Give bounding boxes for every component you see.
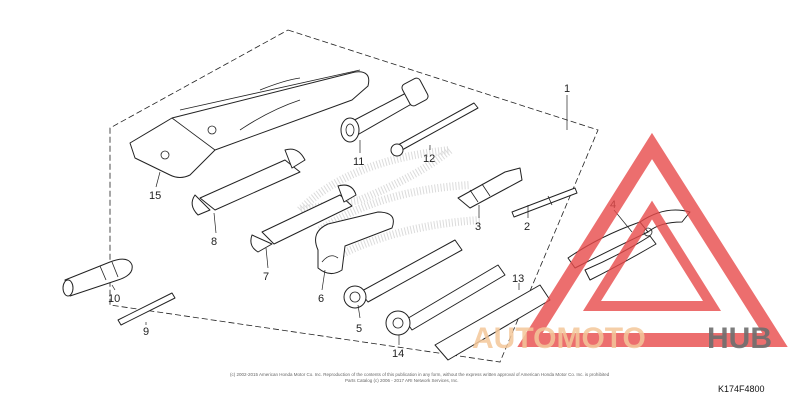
watermark-triangle-logo [517, 132, 788, 347]
callout-12: 12 [423, 153, 435, 165]
callout-6: 6 [318, 293, 324, 305]
callout-2: 2 [524, 221, 530, 233]
leader-lines [111, 95, 633, 345]
drawing-code: K174F4800 [718, 384, 765, 394]
box-end-wrench-14 [385, 264, 506, 336]
box-wrench [340, 77, 429, 143]
screwdriver-bit [511, 187, 578, 218]
callout-7: 7 [263, 271, 269, 283]
callout-11: 11 [353, 156, 364, 168]
callouts: 1 2 3 4 5 6 7 8 9 10 11 12 13 14 15 [108, 83, 616, 360]
screwdriver-bit-9 [117, 292, 176, 326]
copyright-line-2: Parts Catalog (c) 2006 - 2017 ARI Networ… [345, 378, 459, 383]
copyright-line-1: (c) 2002-2015 American Honda Motor Co. I… [230, 372, 610, 377]
background-wing-pattern [288, 144, 481, 259]
callout-15: 15 [149, 190, 161, 202]
callout-5: 5 [356, 323, 362, 335]
pin-spanner [315, 211, 394, 274]
callout-13: 13 [512, 273, 524, 285]
extension-bar [390, 102, 479, 157]
watermark-text-dark: HUB [707, 322, 772, 355]
watermark-text-light: AUTOMOTO [472, 322, 646, 355]
tool-bag [129, 69, 370, 178]
screwdriver-handle [457, 167, 523, 209]
callout-9: 9 [143, 326, 149, 338]
callout-14: 14 [392, 348, 404, 360]
box-end-wrench-5 [343, 239, 463, 309]
callout-3: 3 [475, 221, 481, 233]
callout-8: 8 [211, 236, 217, 248]
open-end-wrench-8 [191, 148, 306, 216]
watermark: AUTOMOTO HUB [472, 132, 788, 355]
screwdriver-handle-10 [62, 258, 133, 297]
callout-1: 1 [564, 83, 570, 95]
kit-boundary [109, 29, 599, 363]
open-end-wrench-7 [250, 184, 357, 253]
callout-10: 10 [108, 293, 120, 305]
